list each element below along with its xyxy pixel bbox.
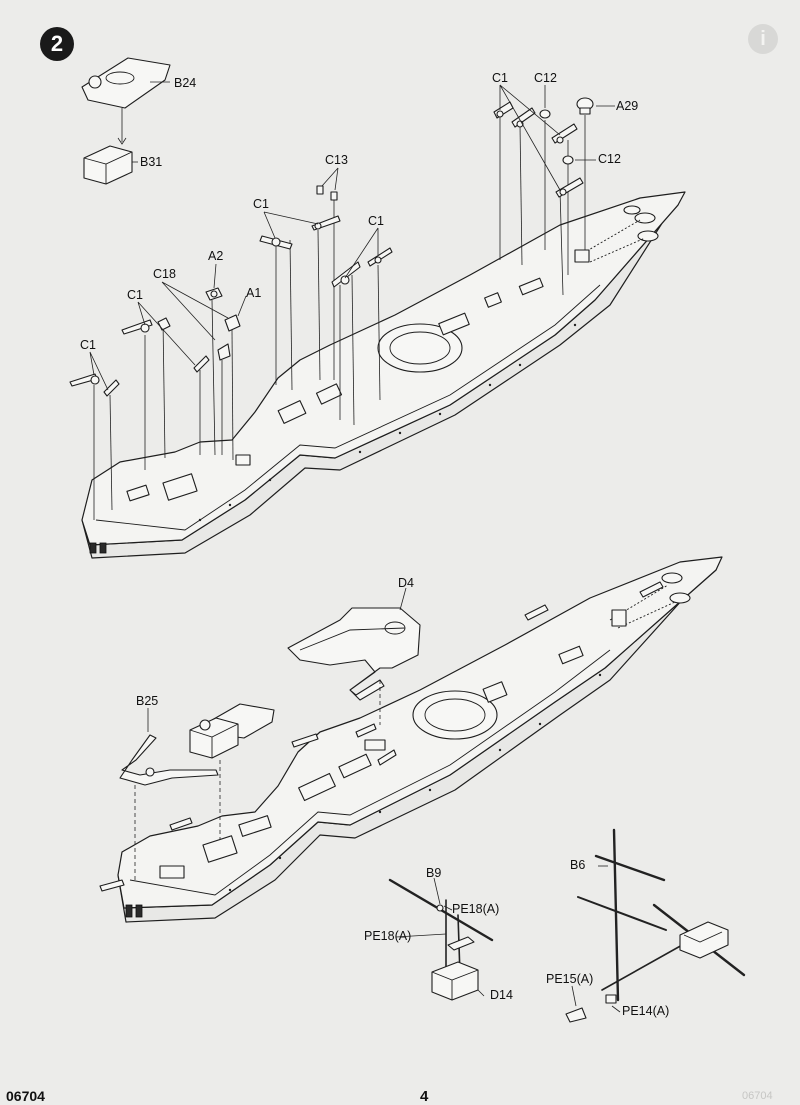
- label-d4: D4: [398, 576, 414, 590]
- upper-fittings: [69, 97, 594, 397]
- label-c1-mid: C1: [253, 197, 269, 211]
- label-pe14: PE14(A): [622, 1004, 670, 1018]
- step-number-badge: 2: [40, 27, 74, 61]
- part-b31: [83, 145, 133, 185]
- label-pe15: PE15(A): [546, 972, 594, 986]
- label-pe18-right: PE18(A): [452, 902, 500, 916]
- label-pe18-left: PE18(A): [364, 929, 412, 943]
- label-d14: D14: [490, 988, 513, 1002]
- upper-hull-assembly: [81, 191, 686, 559]
- part-b25: [119, 734, 219, 786]
- yard-detail-b6: [565, 828, 746, 1023]
- lower-hull-assembly: [99, 556, 723, 923]
- label-c12-top: C12: [534, 71, 557, 85]
- label-b6: B6: [570, 858, 586, 872]
- label-c12-lower: C12: [598, 152, 621, 166]
- label-b24: B24: [174, 76, 197, 90]
- page-number: 4: [420, 1088, 429, 1105]
- faint-kit-code: 06704: [742, 1090, 773, 1102]
- label-b31: B31: [140, 155, 163, 169]
- label-b9: B9: [426, 866, 442, 880]
- upper-fitting-leaders: [93, 115, 586, 520]
- upper-label-leaders: [89, 81, 615, 391]
- label-c1-stern-low: C1: [80, 338, 96, 352]
- label-c1-center: C1: [368, 214, 384, 228]
- label-c13: C13: [325, 153, 348, 167]
- info-icon: i: [748, 24, 778, 54]
- label-c18: C18: [153, 267, 176, 281]
- label-b25: B25: [136, 694, 159, 708]
- label-a1: A1: [246, 286, 262, 300]
- yard-detail-leaders: [571, 865, 621, 1013]
- part-b24: [81, 57, 171, 109]
- label-a2: A2: [208, 249, 224, 263]
- kit-code: 06704: [6, 1088, 45, 1104]
- label-a29: A29: [616, 99, 639, 113]
- mast-detail-leaders: [395, 877, 485, 997]
- mast-detail-b9: [388, 878, 494, 1001]
- label-c1-bow: C1: [492, 71, 508, 85]
- lower-fittings: [169, 581, 664, 831]
- subassembly-b24-b31: [189, 703, 275, 759]
- part-d4: [287, 607, 421, 701]
- label-c1-stern-mid: C1: [127, 288, 143, 302]
